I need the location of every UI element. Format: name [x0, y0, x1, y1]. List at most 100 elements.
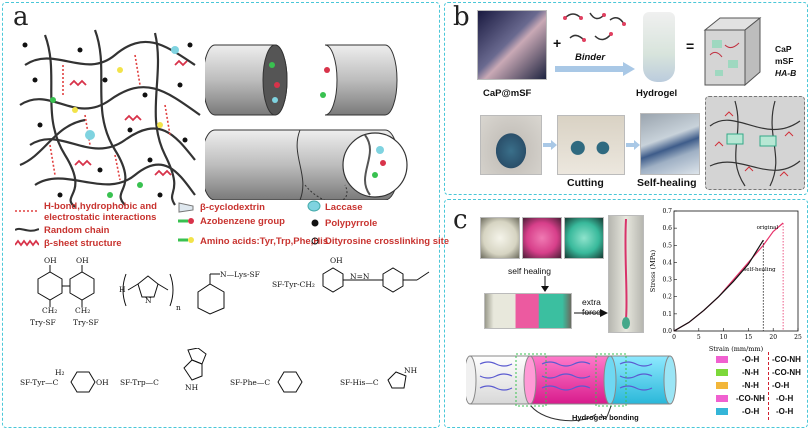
dityrosine-ch2-left: CH₂ — [42, 306, 58, 315]
legend-hab: HA-B — [775, 68, 797, 78]
legend-item-laccase: Laccase — [325, 202, 363, 213]
legend-item-polypyrrole: Polypyrrole — [325, 218, 378, 229]
bond-right: -O-H — [772, 381, 790, 390]
legend-item-amino-acids: Amino acids:Tyr,Trp,Phe,His — [200, 236, 329, 247]
green-red-pin-icon — [178, 218, 194, 224]
hydrogen-bonding-label: Hydrogen bonding — [572, 413, 639, 422]
annotation-original: original — [757, 225, 779, 231]
tyrosine-ring — [70, 371, 96, 393]
healed-cylinders-illustration — [466, 353, 677, 422]
dityrosine-trysf-left: Try-SF — [30, 318, 56, 327]
hydrogel-photo — [643, 12, 675, 82]
bond-row: -CO-NH -O-H — [716, 393, 804, 405]
hydrogel-caption: Hydrogel — [636, 88, 678, 99]
y-axis-label: Stress (MPa) — [649, 249, 657, 292]
sf-phe-c-label: SF-Phe—C — [230, 378, 271, 387]
panel-a — [2, 2, 440, 428]
panel-b-letter: b — [453, 2, 470, 32]
bond-left: -N-H — [742, 381, 759, 390]
black-dot-icon — [311, 219, 319, 227]
tryptophan-nh: NH — [185, 383, 199, 392]
bond-left: -O-H — [742, 355, 760, 364]
sf-his-c-label: SF-His—C — [340, 378, 379, 387]
dityrosine-ch2-right: CH₂ — [75, 306, 91, 315]
bond-row: -O-H -CO-NH — [716, 354, 804, 366]
azobenzene-tyr-structure — [322, 267, 430, 293]
stretched-strand — [622, 218, 630, 329]
legend-item-random-chain: Random chain — [44, 225, 110, 236]
red-zigzag-icon — [15, 239, 39, 247]
plus-sign: + — [553, 35, 562, 51]
self-healing-photo — [640, 113, 700, 175]
dityrosine-structure — [37, 265, 95, 307]
panel-c — [444, 199, 808, 428]
x-tick-label: 0 — [672, 334, 676, 341]
bond-right: -CO-NH — [772, 368, 801, 377]
y-tick-label: 0.4 — [662, 259, 672, 266]
capsf-caption: CaP@mSF — [483, 88, 532, 99]
bond-right: -CO-NH — [772, 355, 801, 364]
legend-cap: CaP — [775, 44, 792, 54]
open-circle-icon — [311, 237, 319, 245]
arrow-to-self-healing — [626, 140, 640, 150]
dityrosine-trysf-right: Try-SF — [73, 318, 99, 327]
legend-item-azobenzene: Azobenzene group — [200, 216, 285, 227]
self-healing-arrow — [541, 276, 549, 292]
y-tick-label: 0.1 — [662, 311, 672, 318]
azo-nn: N=N — [350, 272, 370, 281]
teal-gel-photo — [564, 217, 604, 259]
dityrosine-oh-right: OH — [76, 256, 89, 265]
panel-c-letter: c — [453, 205, 468, 235]
healed-strip-photo — [484, 293, 572, 329]
legend-msf: mSF — [775, 56, 794, 66]
equals-sign: = — [686, 38, 695, 54]
clear-gel-photo — [480, 217, 520, 259]
bond-left: -CO-NH — [736, 394, 765, 403]
panel-a-letter: a — [13, 2, 29, 32]
self-healing-caption: Self-healing — [637, 177, 697, 189]
black-curve-icon — [15, 227, 39, 232]
x-tick-label: 25 — [794, 334, 802, 341]
panel-b — [444, 2, 808, 195]
x-tick-label: 5 — [697, 334, 701, 341]
plot-frame — [673, 210, 799, 332]
bond-left: -O-H — [742, 407, 760, 416]
y-tick-label: 0.0 — [662, 328, 672, 335]
bond-row: -N-H -O-H — [716, 380, 804, 392]
pyrrole-structure — [122, 273, 174, 307]
pyrrole-subscript-n: n — [176, 303, 181, 312]
x-axis-label: Strain (mm/mm) — [709, 345, 764, 353]
cylinder-illustration — [205, 44, 408, 200]
legend-item-beta-sheet: β-sheet structure — [44, 238, 122, 249]
sf-trp-c-label: SF-Trp—C — [120, 378, 159, 387]
x-tick-label: 10 — [720, 334, 728, 341]
tyr-h2: H₂ — [55, 368, 65, 377]
annotation-self-healing: self-healing — [743, 267, 776, 273]
x-tick-label: 15 — [745, 334, 753, 341]
extra-force-arrow — [574, 309, 608, 317]
zoom-network-box — [705, 96, 805, 190]
blue-blob-icon — [307, 200, 321, 212]
binder-illustration — [563, 12, 626, 42]
y-tick-label: 0.5 — [662, 242, 672, 249]
hydrogel-cube-illustration — [703, 16, 762, 87]
y-tick-label: 0.3 — [662, 277, 672, 284]
tryptophan-ring — [183, 348, 207, 381]
cutting-photo — [557, 115, 625, 175]
y-tick-label: 0.6 — [662, 225, 672, 232]
y-tick-label: 0.2 — [662, 294, 672, 301]
series-line-original — [673, 222, 784, 332]
sf-tyr-c-label: SF-Tyr—C — [20, 378, 59, 387]
cutting-caption: Cutting — [567, 177, 604, 189]
y-tick-label: 0.7 — [662, 208, 672, 215]
arrow-to-cutting — [543, 140, 557, 150]
arrow-to-hydrogel — [555, 62, 635, 76]
pyrrole-h: H — [119, 285, 126, 294]
self-healing-label: self healing — [508, 266, 552, 276]
extra-force-label: extra force — [582, 297, 601, 317]
bond-row: -O-H -O-H — [716, 406, 804, 418]
zoom-network-illustration — [709, 100, 801, 187]
binder-caption: Binder — [575, 52, 606, 63]
legend-item-cyclodextrin: β-cyclodextrin — [200, 202, 265, 213]
dityrosine-oh-left: OH — [44, 256, 57, 265]
